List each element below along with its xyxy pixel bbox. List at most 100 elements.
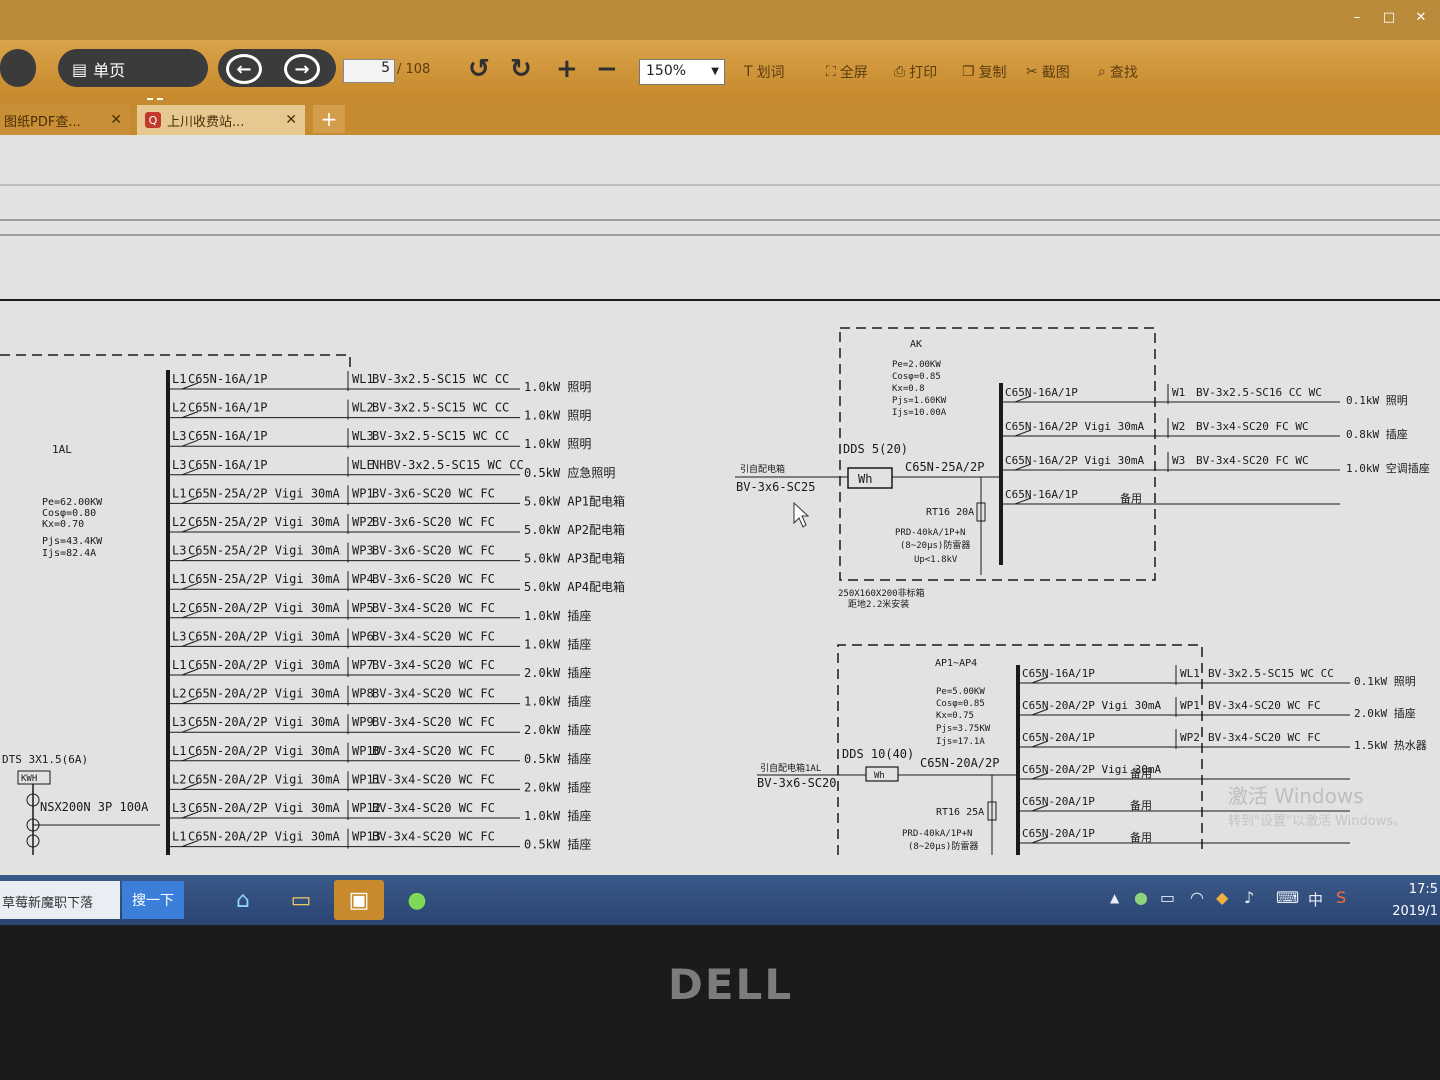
circuit-id: WP2 xyxy=(1180,731,1200,744)
circuit-load: 备用 xyxy=(1130,798,1152,812)
ak-spd: Up<1.8kV xyxy=(914,555,958,565)
dell-logo: DELL xyxy=(668,960,794,1009)
circuit-breaker: C65N-25A/2P Vigi 30mA xyxy=(188,544,340,558)
taskbar-app-explorer[interactable]: ▭ xyxy=(276,880,326,920)
switch-contact xyxy=(1014,497,1032,505)
taskbar-app-pdf-viewer[interactable]: ▣ xyxy=(334,880,384,920)
close-window-icon[interactable]: ✕ xyxy=(1415,9,1427,25)
circuit-cable: BV-3x4-SC20 WC FC xyxy=(1208,699,1321,712)
zoom-select[interactable]: 150% ▼ xyxy=(639,59,725,85)
ak-box-size: 250X160X200非标箱 xyxy=(838,587,925,599)
switch-contact xyxy=(181,439,199,447)
circuit-id: WP3 xyxy=(352,544,374,558)
rotate-left-icon[interactable]: ↺ xyxy=(468,54,490,84)
tab-document-2[interactable]: Q 上川收费站... ✕ xyxy=(137,105,305,135)
circuit-load: 5.0kW AP3配电箱 xyxy=(524,551,625,566)
copy-label: 复制 xyxy=(978,65,1007,81)
tab-document-1[interactable]: 图纸PDF查... ✕ xyxy=(0,105,130,135)
print-button[interactable]: ⎙打印 xyxy=(894,62,937,82)
circuit-load: 2.0kW 插座 xyxy=(1354,706,1416,720)
panel-ap-param: Pjs=3.75KW xyxy=(936,724,991,734)
taskbar-search-button[interactable]: 搜一下 xyxy=(122,881,184,919)
fullscreen-icon: ⛶ xyxy=(826,64,836,80)
panel-ak-param: Ijs=10.00A xyxy=(892,408,947,418)
circuit-breaker: C65N-20A/2P Vigi 30mA xyxy=(1022,763,1161,776)
switch-contact xyxy=(181,382,199,390)
tray-app-icon[interactable]: ● xyxy=(1134,888,1148,907)
keyboard-icon[interactable]: ⌨ xyxy=(1276,888,1300,907)
circuit-cable: BV-3x6-SC20 WC FC xyxy=(372,572,495,586)
new-tab-button[interactable]: + xyxy=(313,105,345,133)
sidebar-toggle-button[interactable] xyxy=(0,49,36,87)
circuit-breaker: C65N-20A/2P Vigi 30mA xyxy=(188,687,340,701)
taskbar-search-input[interactable]: 草莓新魔职下落 xyxy=(0,881,120,919)
ime-indicator[interactable]: 中 xyxy=(1308,891,1324,909)
zoom-value: 150% xyxy=(646,63,687,79)
circuit-id: WP4 xyxy=(352,572,374,586)
ak-spd: PRD-40kA/1P+N xyxy=(895,528,965,538)
circuit-load: 1.0kW 空调插座 xyxy=(1346,461,1430,475)
switch-contact xyxy=(181,840,199,848)
meter-box: KWH xyxy=(21,774,37,784)
close-icon[interactable]: ✕ xyxy=(285,112,297,128)
circuit-cable: BV-3x4-SC20 WC FC xyxy=(372,687,495,701)
taskbar-clock[interactable]: 17:5 2019/1 xyxy=(1392,879,1438,923)
circuit-id: W2 xyxy=(1172,420,1185,433)
fullscreen-button[interactable]: ⛶全屏 xyxy=(826,62,868,82)
rotate-right-icon[interactable]: ↻ xyxy=(510,54,532,84)
tray-expand-icon[interactable]: ▲ xyxy=(1110,891,1120,905)
screenshot-button[interactable]: ✂截图 xyxy=(1026,62,1070,82)
zoom-out-icon[interactable]: − xyxy=(596,54,618,84)
circuit-id: WP9 xyxy=(352,715,374,729)
taskbar-app-home[interactable]: ⌂ xyxy=(218,880,268,920)
circuit-load: 1.0kW 插座 xyxy=(524,608,591,623)
circuit-load: 0.5kW 插座 xyxy=(524,751,591,766)
input-method-icon[interactable]: S xyxy=(1336,888,1347,907)
ak-meter-box: Wh xyxy=(858,472,872,486)
minimize-icon[interactable]: – xyxy=(1353,9,1361,25)
prev-page-button[interactable]: ← xyxy=(226,54,262,84)
copy-button[interactable]: ❐复制 xyxy=(962,62,1007,82)
circuit-breaker: C65N-20A/1P xyxy=(1022,827,1095,840)
ap-fuse: RT16 25A xyxy=(936,807,984,818)
find-button[interactable]: ⌕查找 xyxy=(1098,62,1138,82)
circuit-id: W3 xyxy=(1172,454,1185,467)
ap-feed-label: 引自配电箱1AL xyxy=(760,762,821,774)
panel-ak-name: AK xyxy=(910,339,922,350)
single-page-button[interactable]: ▤ 单页 xyxy=(72,57,125,81)
security-icon[interactable]: ◆ xyxy=(1216,888,1229,907)
volume-icon[interactable]: ♪ xyxy=(1244,888,1255,907)
circuit-id: WL3 xyxy=(352,429,374,443)
panel-ap-param: Ijs=17.1A xyxy=(936,737,985,747)
page-number-input[interactable]: 5 xyxy=(343,59,395,83)
ap-meter-label: DDS 10(40) xyxy=(842,747,914,761)
maximize-icon[interactable]: □ xyxy=(1382,9,1396,25)
circuit-breaker: C65N-16A/1P xyxy=(188,401,267,415)
circuit-cable: BV-3x4-SC20 WC FC xyxy=(372,744,495,758)
circuit-breaker: C65N-20A/2P Vigi 30mA xyxy=(1022,699,1161,712)
circuit-cable: BV-3x4-SC20 WC FC xyxy=(1208,731,1321,744)
ak-feed-cable: BV-3x6-SC25 xyxy=(736,480,815,494)
arrow-right-icon: → xyxy=(294,58,310,80)
zoom-in-icon[interactable]: + xyxy=(556,54,578,84)
circuit-breaker: C65N-20A/1P xyxy=(1022,731,1095,744)
circuit-phase: L1 xyxy=(172,830,186,844)
next-page-button[interactable]: → xyxy=(284,54,320,84)
battery-icon[interactable]: ▭ xyxy=(1160,888,1176,907)
close-icon[interactable]: ✕ xyxy=(110,112,122,128)
taskbar-app-browser[interactable]: ● xyxy=(392,880,442,920)
wifi-icon[interactable]: ◠ xyxy=(1190,888,1204,907)
switch-contact xyxy=(181,639,199,647)
find-label: 查找 xyxy=(1109,65,1138,81)
